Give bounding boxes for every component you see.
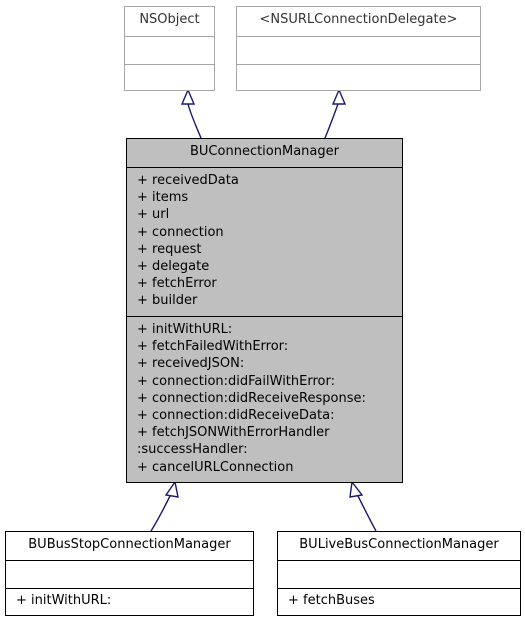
- class-name: BULiveBusConnectionManager: [299, 537, 499, 552]
- class-bubusstopconnectionmanager[interactable]: BUBusStopConnectionManager + initWithURL…: [5, 531, 254, 616]
- arrowhead-bus-stop: [164, 480, 179, 498]
- attribute: + delegate: [137, 258, 210, 274]
- methods-section: [125, 64, 214, 91]
- attributes-section: [237, 36, 480, 64]
- edge-live-bus-to-connection-manager: [357, 495, 377, 532]
- methods-section: + initWithURL: + fetchFailedWithError: +…: [127, 316, 402, 482]
- attribute: + builder: [137, 293, 198, 309]
- attribute: + items: [137, 190, 189, 206]
- class-name: BUBusStopConnectionManager: [28, 537, 231, 552]
- arrowhead-delegate: [331, 88, 347, 105]
- class-nsurlconnectiondelegate[interactable]: <NSURLConnectionDelegate>: [236, 6, 481, 91]
- arrowhead-nsobject: [180, 88, 196, 105]
- method: + fetchBuses: [288, 593, 375, 608]
- method: + cancelURLConnection: [137, 459, 294, 475]
- attribute: + url: [137, 207, 170, 223]
- methods-section: [237, 64, 480, 91]
- method: + receivedJSON:: [137, 356, 245, 372]
- methods-section: + fetchBuses: [278, 588, 520, 615]
- method: :successHandler:: [137, 442, 248, 458]
- class-name: NSObject: [139, 12, 200, 27]
- class-buconnectionmanager[interactable]: BUConnectionManager + receivedData + ite…: [126, 138, 403, 483]
- method: + connection:didReceiveData:: [137, 407, 335, 423]
- attribute: + fetchError: [137, 276, 217, 292]
- attributes-section: [125, 36, 214, 64]
- edge-bus-stop-to-connection-manager: [150, 495, 171, 532]
- method: + connection:didFailWithError:: [137, 373, 335, 389]
- method: + initWithURL:: [16, 593, 112, 608]
- attributes-section: + receivedData + items + url + connectio…: [127, 167, 402, 316]
- class-name: <NSURLConnectionDelegate>: [259, 12, 458, 27]
- class-nsobject[interactable]: NSObject: [124, 6, 215, 91]
- method: + fetchFailedWithError:: [137, 339, 289, 355]
- class-name: BUConnectionManager: [190, 144, 339, 159]
- attribute: + receivedData: [137, 173, 239, 188]
- edge-connection-manager-to-nsobject: [187, 103, 202, 139]
- class-bulivebusconnectionmanager[interactable]: BULiveBusConnectionManager + fetchBuses: [277, 531, 521, 616]
- attributes-section: [6, 560, 253, 588]
- attributes-section: [278, 560, 520, 588]
- edge-connection-manager-to-delegate: [324, 103, 339, 139]
- method: + initWithURL:: [137, 322, 233, 337]
- method: + fetchJSONWithErrorHandler: [137, 425, 330, 441]
- methods-section: + initWithURL:: [6, 588, 253, 615]
- attribute: + request: [137, 241, 202, 257]
- attribute: + connection: [137, 224, 224, 240]
- method: + connection:didReceiveResponse:: [137, 390, 366, 406]
- arrowhead-live-bus: [349, 480, 364, 498]
